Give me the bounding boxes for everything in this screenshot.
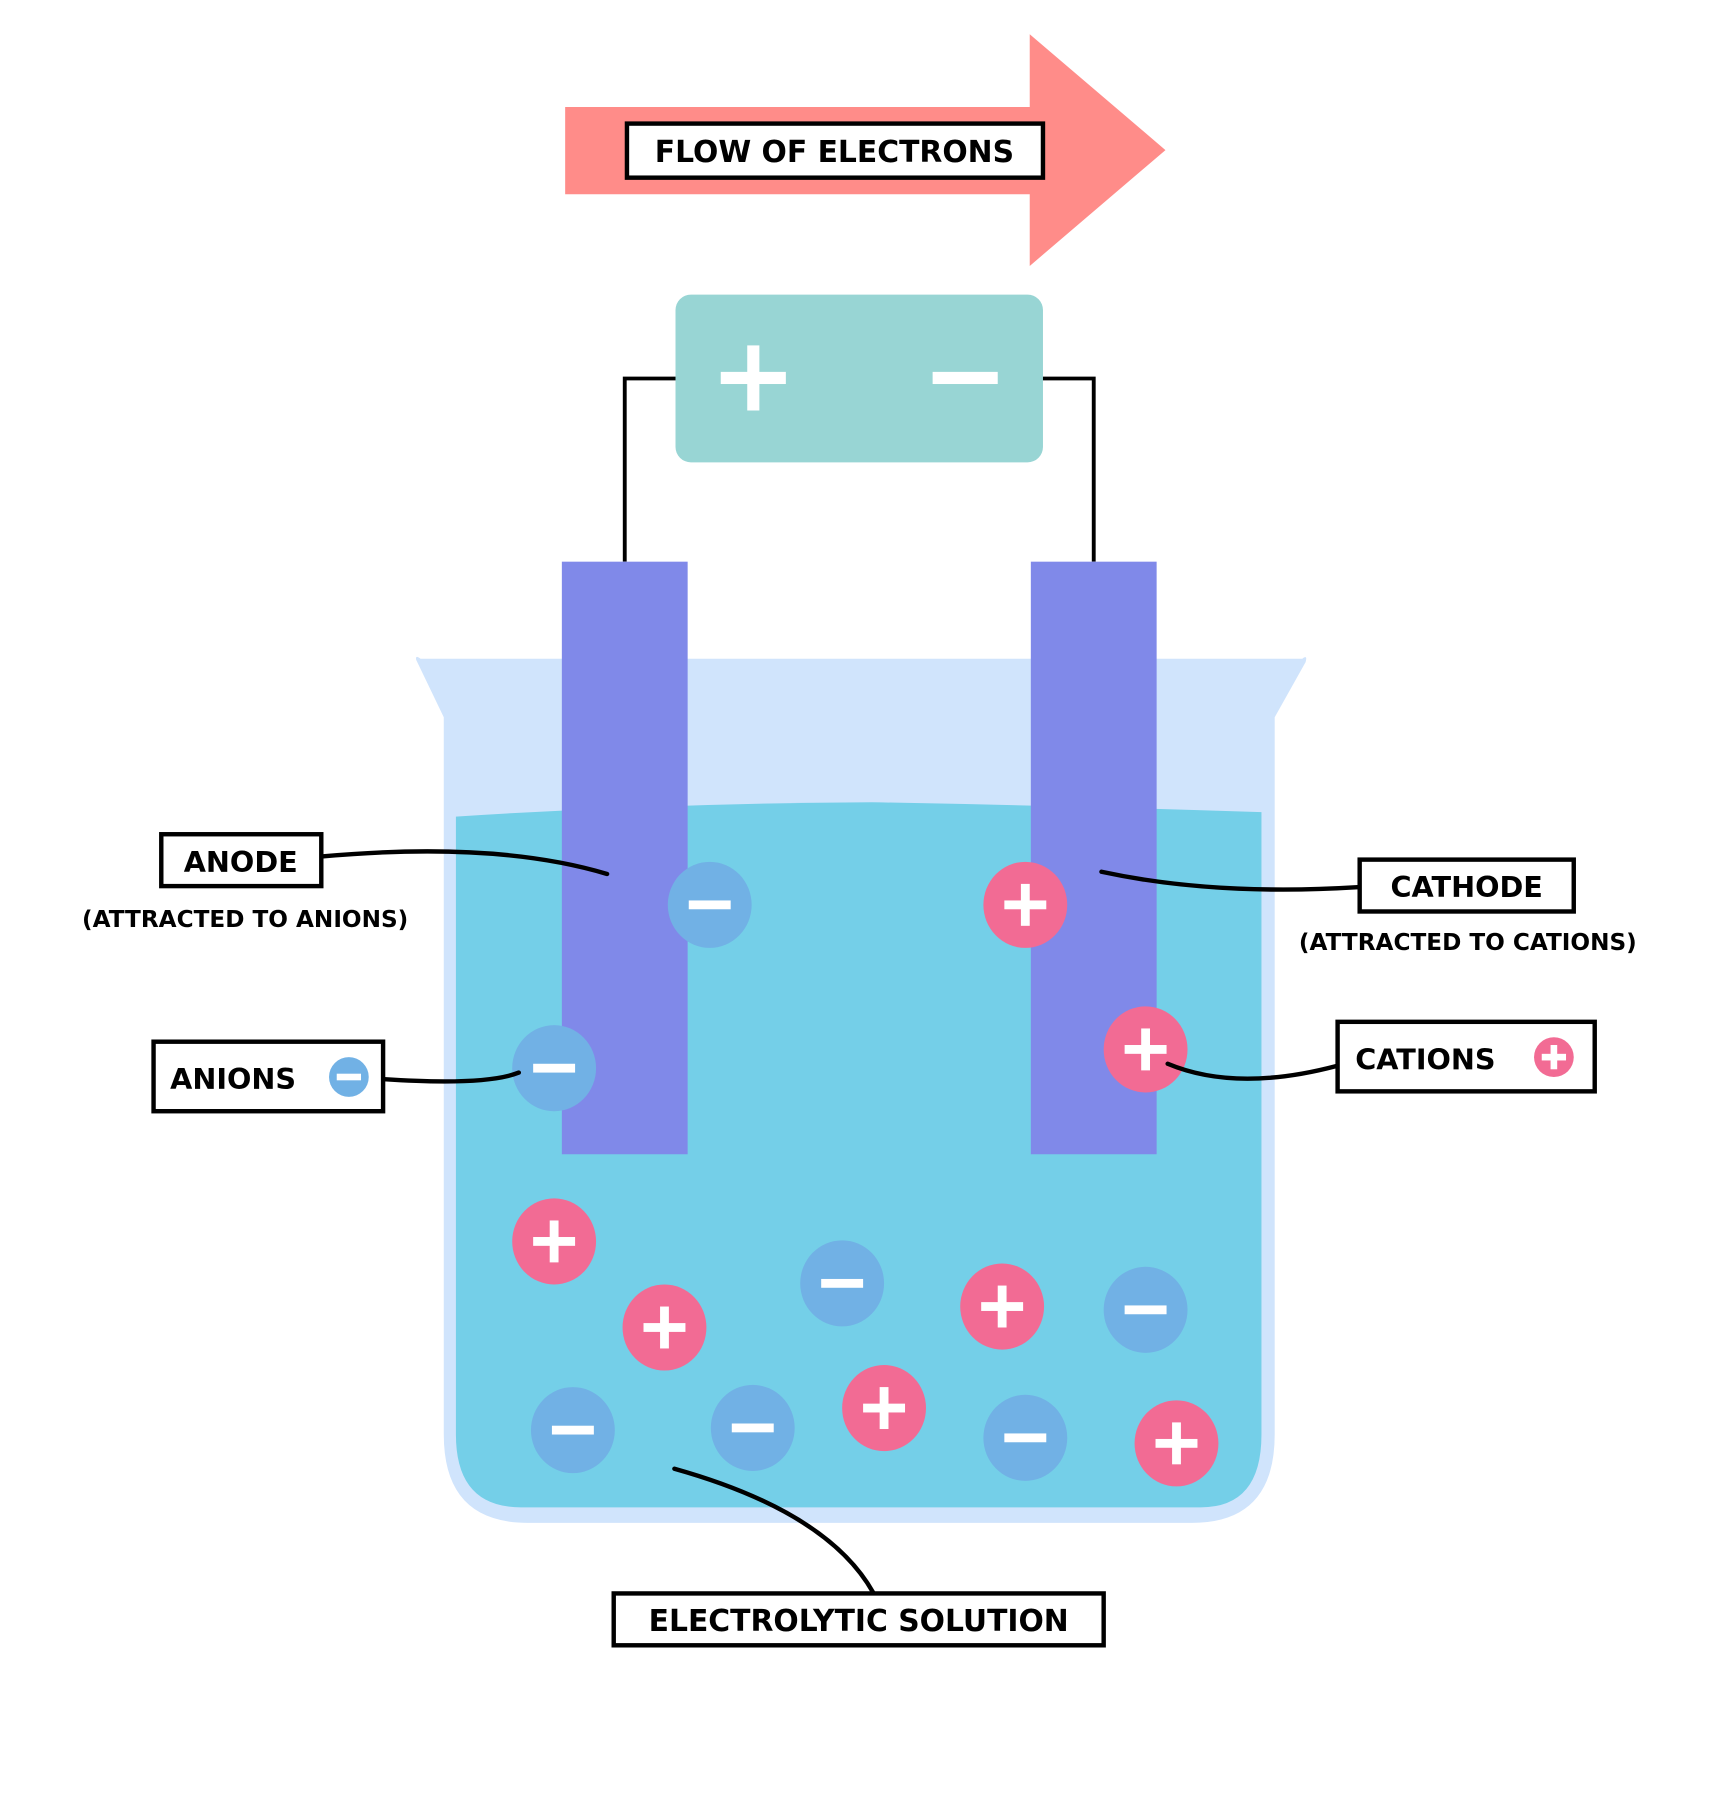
anion-ion bbox=[667, 861, 752, 948]
anion-icon bbox=[329, 1057, 369, 1097]
arrow-label: FLOW OF ELECTRONS bbox=[655, 135, 1014, 170]
plus-sign-vertical bbox=[1172, 1422, 1181, 1465]
anion-ion bbox=[710, 1384, 795, 1471]
anion-ion bbox=[983, 1394, 1068, 1481]
minus-sign-icon bbox=[1124, 1305, 1167, 1315]
electron-flow-arrow: FLOW OF ELECTRONS bbox=[565, 34, 1166, 266]
battery bbox=[675, 294, 1043, 463]
cation-ion bbox=[983, 861, 1068, 948]
anode-label: ANODE (ATTRACTED TO ANIONS) bbox=[82, 832, 408, 933]
anions-label: ANIONS bbox=[151, 1039, 386, 1114]
solution-leader-line bbox=[672, 1466, 876, 1595]
anions-title: ANIONS bbox=[170, 1062, 296, 1096]
plus-sign-vertical bbox=[1020, 883, 1030, 926]
anion-ion bbox=[530, 1387, 615, 1474]
minus-sign-icon bbox=[731, 1423, 774, 1433]
anode-label-box bbox=[159, 832, 324, 889]
minus-sign-icon bbox=[688, 900, 731, 910]
arrow-label-box bbox=[624, 121, 1046, 180]
cations-label: CATIONS bbox=[1335, 1019, 1597, 1094]
ions-layer bbox=[512, 861, 1219, 1487]
plus-sign-vertical bbox=[660, 1306, 669, 1349]
cathode-label-box bbox=[1357, 857, 1576, 914]
cathode-title: CATHODE bbox=[1391, 870, 1543, 904]
wire-right bbox=[1041, 376, 1096, 562]
solution-label-box bbox=[611, 1591, 1106, 1648]
battery-negative-icon bbox=[932, 371, 998, 385]
cation-icon bbox=[1534, 1037, 1574, 1078]
anode-leader-line bbox=[321, 849, 610, 877]
plus-sign-vertical bbox=[1141, 1028, 1151, 1071]
plus-sign-vertical bbox=[549, 1220, 559, 1263]
cathode-note: (ATTRACTED TO CATIONS) bbox=[1299, 929, 1637, 956]
cations-title: CATIONS bbox=[1355, 1042, 1495, 1076]
solution-title: ELECTROLYTIC SOLUTION bbox=[649, 1604, 1069, 1639]
wire-left bbox=[622, 376, 678, 562]
cation-ion bbox=[1134, 1400, 1219, 1487]
anions-leader-line bbox=[381, 1070, 522, 1084]
cation-ion bbox=[842, 1365, 927, 1452]
minus-sign-icon bbox=[1004, 1433, 1047, 1443]
plus-sign-vertical bbox=[997, 1285, 1007, 1328]
anion-ion bbox=[1103, 1266, 1188, 1353]
battery-body bbox=[675, 294, 1043, 463]
minus-sign-icon bbox=[551, 1425, 594, 1435]
plus-sign-vertical bbox=[879, 1387, 889, 1430]
anion-ion bbox=[512, 1025, 597, 1112]
cations-leader-line bbox=[1165, 1061, 1339, 1081]
solution-label: ELECTROLYTIC SOLUTION bbox=[611, 1591, 1106, 1648]
cathode-leader-line bbox=[1099, 869, 1360, 892]
cation-ion bbox=[512, 1198, 597, 1285]
cathode-label: CATHODE (ATTRACTED TO CATIONS) bbox=[1299, 857, 1637, 956]
cation-ion bbox=[622, 1284, 707, 1371]
anode-note: (ATTRACTED TO ANIONS) bbox=[82, 906, 408, 933]
minus-sign-icon bbox=[533, 1063, 576, 1073]
anode-title: ANODE bbox=[184, 845, 298, 879]
cation-ion bbox=[1103, 1006, 1188, 1093]
cation-ion bbox=[960, 1263, 1045, 1350]
battery-positive-icon bbox=[720, 345, 786, 411]
anion-ion bbox=[800, 1240, 885, 1327]
minus-sign-icon bbox=[821, 1278, 864, 1288]
